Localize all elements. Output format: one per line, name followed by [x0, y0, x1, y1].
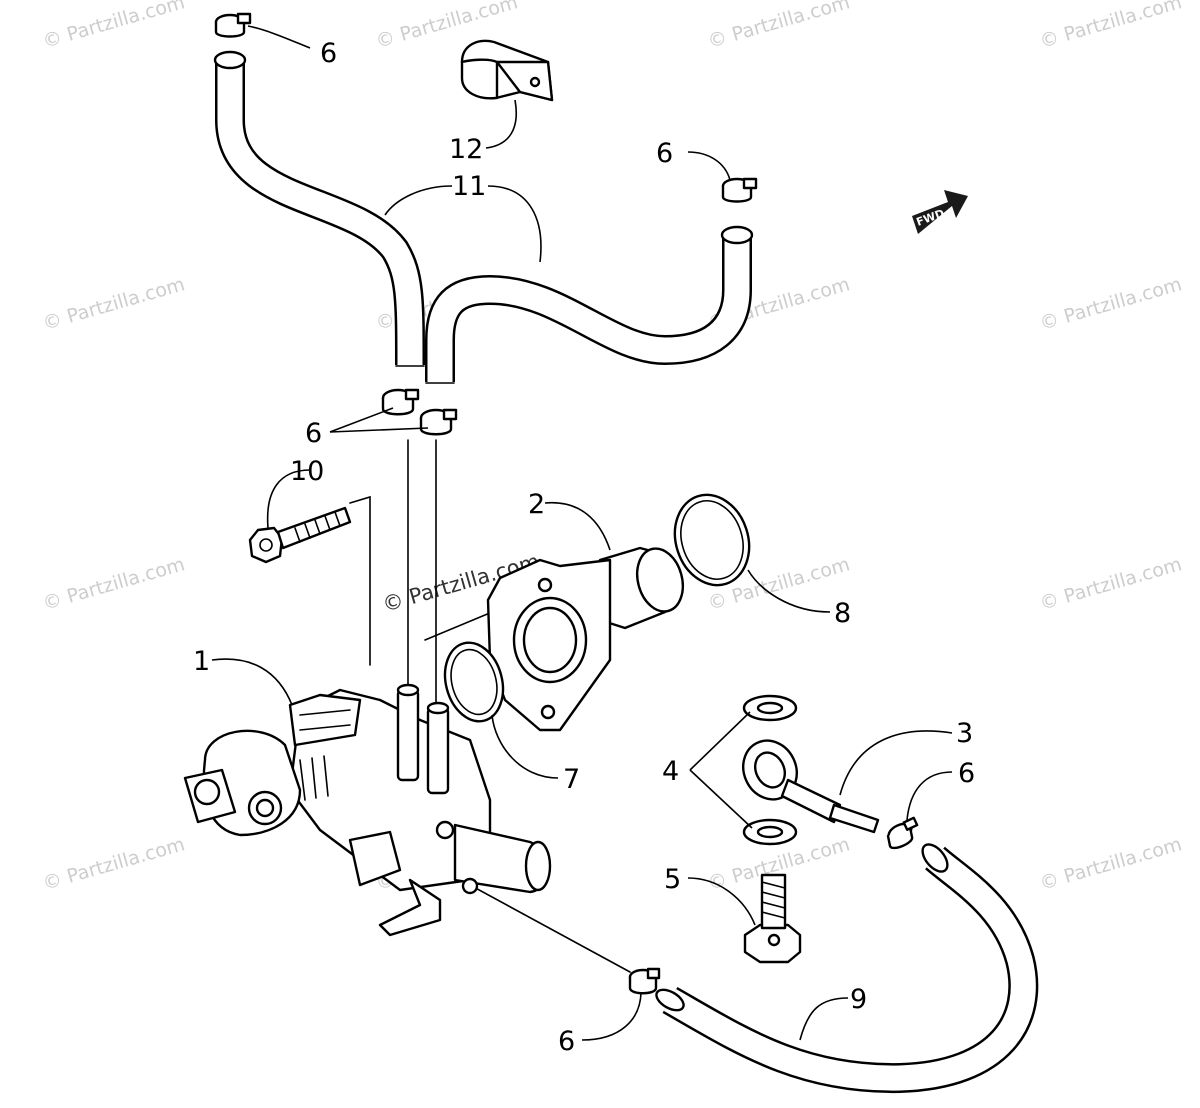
callout-6-top: 6 [320, 38, 337, 69]
callout-6-bottom: 6 [558, 1026, 575, 1057]
bolt-10 [248, 506, 352, 564]
callout-2: 2 [528, 489, 545, 520]
fwd-label: FWD [915, 207, 946, 229]
housing-2 [486, 546, 685, 732]
callout-9: 9 [850, 984, 867, 1015]
clamp-6-top [214, 12, 252, 38]
watermark: © Partzilla.com [40, 553, 187, 615]
watermark: © Partzilla.com [705, 0, 852, 53]
callout-6-middle: 6 [305, 418, 322, 449]
callout-3: 3 [956, 718, 973, 749]
callout-1: 1 [193, 646, 210, 677]
o-ring-8 [673, 493, 751, 587]
watermark: © Partzilla.com [1037, 0, 1184, 53]
watermark: © Partzilla.com [40, 833, 187, 895]
watermark: © Partzilla.com [40, 0, 187, 53]
callout-6-right: 6 [656, 138, 673, 169]
hose-11-left [213, 50, 425, 367]
clamp-6-middle-left [381, 388, 420, 416]
watermark: © Partzilla.com [1037, 833, 1184, 895]
callout-12: 12 [449, 134, 483, 165]
fwd-arrow-icon: FWD [912, 190, 968, 234]
callout-5: 5 [664, 864, 681, 895]
washer-4-top [742, 694, 798, 722]
clamp-6-fitting [886, 816, 919, 850]
clamp-6-middle-right [419, 408, 458, 436]
callout-10: 10 [290, 456, 324, 487]
clamp-6-right [721, 177, 758, 203]
banjo-fitting-3 [742, 739, 880, 834]
watermark: © Partzilla.com [1037, 553, 1184, 615]
callout-7: 7 [563, 764, 580, 795]
washer-4-bottom [742, 818, 798, 846]
callouts: 6 12 11 6 6 10 2 8 1 3 4 7 6 5 9 6 [193, 38, 975, 1057]
banjo-bolt-5 [743, 873, 802, 964]
leader-lines [211, 25, 953, 1041]
o-ring-7 [443, 641, 505, 723]
oil-pump-1 [183, 683, 552, 937]
watermark: © Partzilla.com [40, 273, 187, 335]
watermark: © Partzilla.com [1037, 273, 1184, 335]
hose-11-right [425, 225, 754, 384]
callout-4: 4 [662, 756, 679, 787]
clamp-6-bottom [628, 967, 661, 995]
callout-11: 11 [452, 171, 486, 202]
clip-12 [460, 39, 554, 102]
hose-9 [655, 843, 1039, 1094]
callout-8: 8 [834, 598, 851, 629]
callout-6-fitting: 6 [958, 758, 975, 789]
